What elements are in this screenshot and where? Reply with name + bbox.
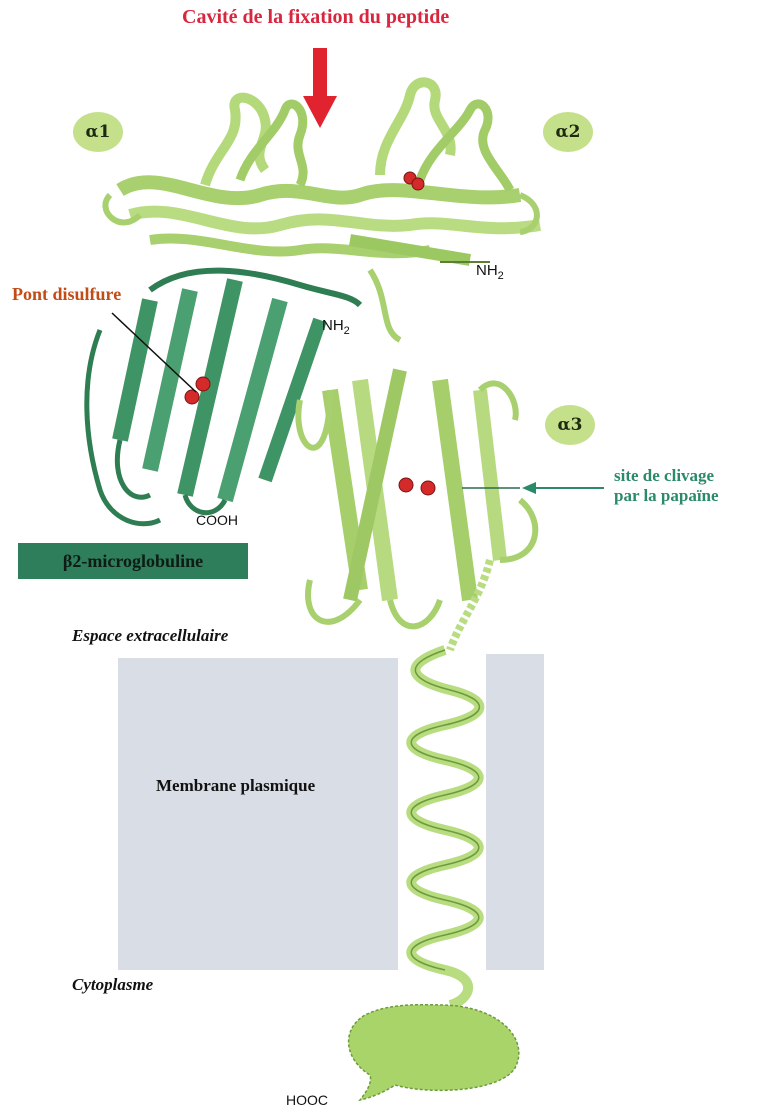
membrane-label: Membrane plasmique: [156, 776, 315, 796]
cytoplasm-label: Cytoplasme: [72, 975, 153, 995]
nh2-label-alpha1: NH2: [476, 262, 504, 282]
papain-site-arrow: [522, 482, 604, 494]
disulfide-bond-alpha3: [399, 478, 435, 495]
alpha2-badge: α2: [543, 112, 593, 152]
membrane-block-right: [486, 654, 544, 970]
alpha1-badge: α1: [73, 112, 123, 152]
papain-site-label-line1: site de clivage: [614, 466, 714, 486]
cytoplasmic-tail: [349, 1005, 519, 1100]
nh2-text: NH: [476, 262, 498, 279]
papain-site-label-line2: par la papaïne: [614, 486, 719, 506]
peptide-cavity-arrow: [303, 48, 337, 128]
b2m-ribbon: [87, 271, 360, 524]
cooh-label: COOH: [196, 512, 238, 528]
nh2-subscript: 2: [344, 325, 350, 337]
nh2-label-b2m: NH2: [322, 317, 350, 337]
disulfide-label: Pont disulfure: [12, 284, 121, 305]
b2m-label: β2-microglobuline: [18, 543, 248, 579]
alpha3-badge: α3: [545, 405, 595, 445]
nh2-text: NH: [322, 317, 344, 334]
hooc-label: HOOC: [286, 1092, 328, 1108]
extracellular-label: Espace extracellulaire: [72, 626, 228, 646]
membrane-block-left: [118, 658, 398, 970]
diagram-title: Cavité de la fixation du peptide: [182, 6, 449, 29]
nh2-subscript: 2: [498, 270, 504, 282]
